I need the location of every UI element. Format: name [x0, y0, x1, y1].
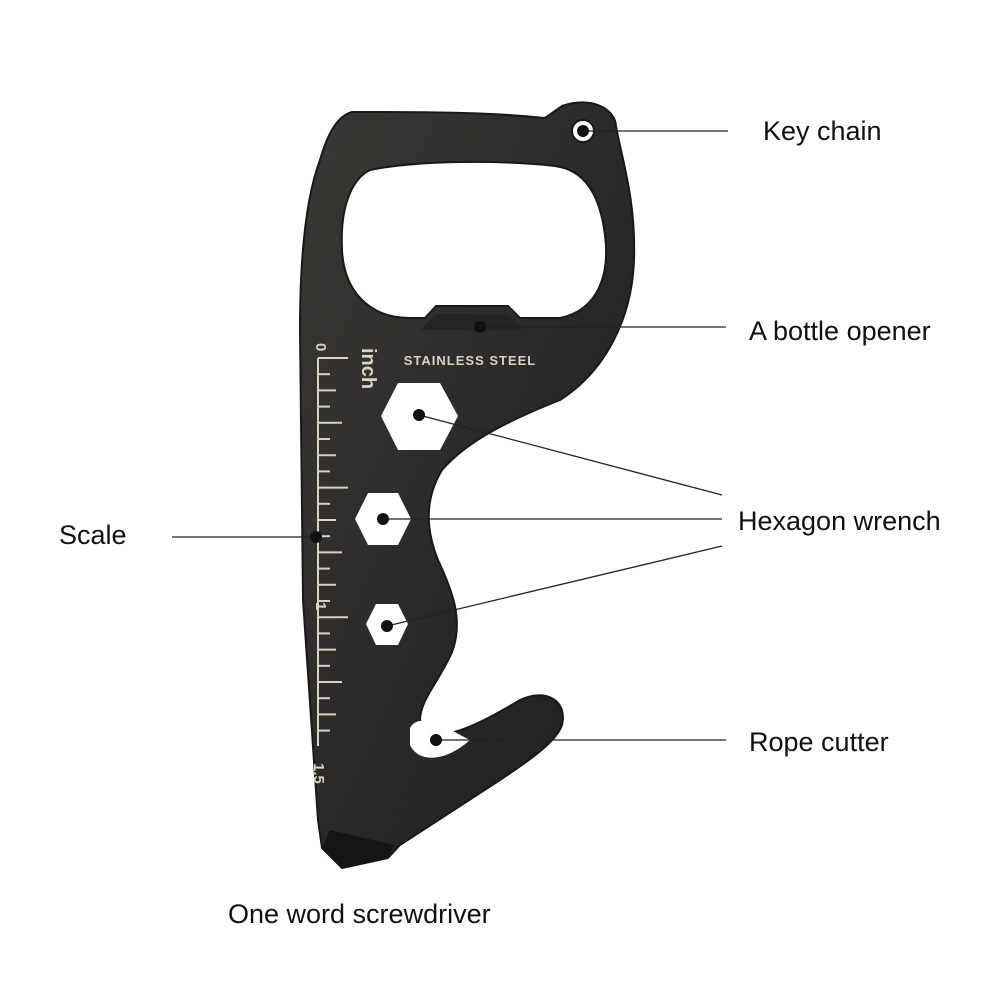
dot-key-chain	[577, 125, 589, 137]
dot-rope-cutter	[430, 734, 442, 746]
label-rope-cutter: Rope cutter	[749, 727, 889, 757]
dot-hexagon-large	[413, 409, 425, 421]
unit-label: inch	[357, 348, 379, 389]
tool-body	[298, 101, 636, 870]
leader-lines	[172, 130, 728, 741]
ruler-mark-0: 0	[312, 343, 329, 351]
label-hexagon-wrench: Hexagon wrench	[738, 506, 941, 536]
engraving-text: STAINLESS STEEL	[404, 353, 537, 368]
leader-dots	[310, 125, 589, 746]
label-key-chain: Key chain	[763, 116, 882, 146]
dot-hexagon-medium	[377, 513, 389, 525]
leader-hexagon-large	[418, 414, 723, 496]
ruler-mark-1-5: 1.5	[310, 763, 327, 784]
label-screwdriver: One word screwdriver	[228, 899, 491, 929]
screwdriver-tip	[322, 830, 394, 868]
dot-hexagon-small	[381, 620, 393, 632]
bottle-opener-lip	[420, 314, 524, 330]
dot-bottle-opener	[474, 321, 486, 333]
label-bottle-opener: A bottle opener	[749, 316, 931, 346]
ruler-mark-1: 1	[312, 602, 329, 610]
label-scale: Scale	[59, 520, 127, 550]
dot-scale	[310, 531, 322, 543]
leader-hexagon-small	[386, 545, 723, 627]
